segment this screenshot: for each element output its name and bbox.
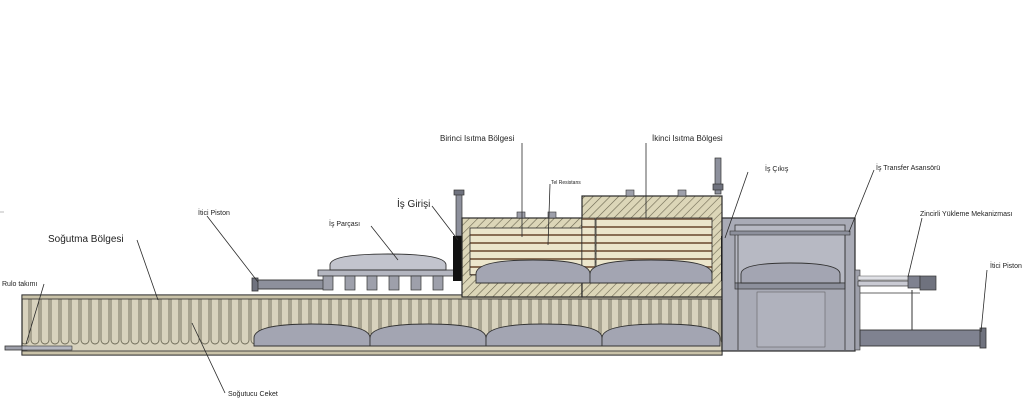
left-pusher-piston: [251, 277, 328, 292]
label-is-parcasi: İş Parçası: [329, 219, 360, 228]
leader-lines: [25, 143, 988, 394]
label-is-cikis: İş Çıkış: [765, 164, 789, 173]
label-itici-piston-right: İtici Piston: [990, 261, 1022, 270]
label-birinci-isitma: Birinci Isıtma Bölgesi: [440, 134, 514, 143]
workpiece-loading-platform: [317, 253, 461, 291]
roller-set: [4, 345, 73, 351]
transfer-elevator: [721, 217, 861, 352]
heating-workpieces: [475, 259, 713, 284]
label-is-girisi: İş Girişi: [397, 197, 430, 210]
label-itici-piston-left: İtici Piston: [198, 208, 230, 217]
cooling-workpieces: [253, 323, 721, 347]
right-pusher-piston: [859, 327, 987, 349]
label-sogutma-bolgesi: Soğutma Bölgesi: [48, 234, 124, 245]
label-is-transfer: İş Transfer Asansörü: [876, 163, 940, 172]
labels: Birinci Isıtma Bölgesi İkinci Isıtma Böl…: [2, 134, 1022, 398]
label-zincirli: Zincirli Yükleme Mekanizması: [920, 211, 1013, 218]
label-tel-resistans: Tel Resistans: [551, 180, 581, 186]
entry-door: [453, 189, 465, 281]
label-ikinci-isitma: İkinci Isıtma Bölgesi: [652, 134, 723, 143]
label-rulo-takimi: Rulo takımı: [2, 281, 37, 288]
first-heating-zone: [461, 211, 583, 298]
label-sogutucu-ceket: Soğutucu Ceket: [228, 391, 278, 398]
chain-loading-mechanism: [857, 275, 937, 330]
